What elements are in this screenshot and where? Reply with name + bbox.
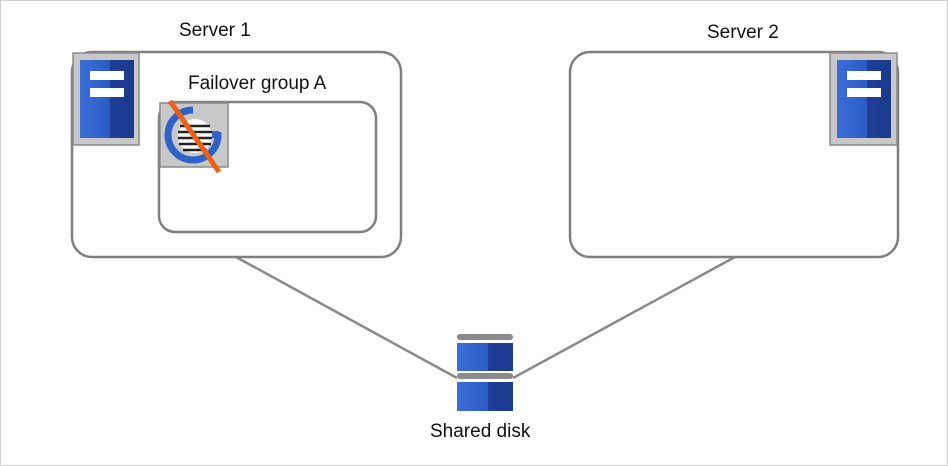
failover-group-label: Failover group A — [188, 73, 327, 94]
server2-label: Server 2 — [707, 22, 779, 43]
shared-disk-label: Shared disk — [430, 421, 531, 442]
shared-disk-icon — [457, 334, 513, 411]
connector-server1-disk — [235, 255, 458, 380]
failover-group-stopped-icon — [159, 99, 229, 174]
server2-icon — [829, 52, 898, 146]
server1-icon — [72, 52, 140, 146]
server1-label: Server 1 — [179, 20, 251, 41]
connector-server2-disk — [512, 255, 736, 380]
server2-box — [568, 50, 900, 259]
